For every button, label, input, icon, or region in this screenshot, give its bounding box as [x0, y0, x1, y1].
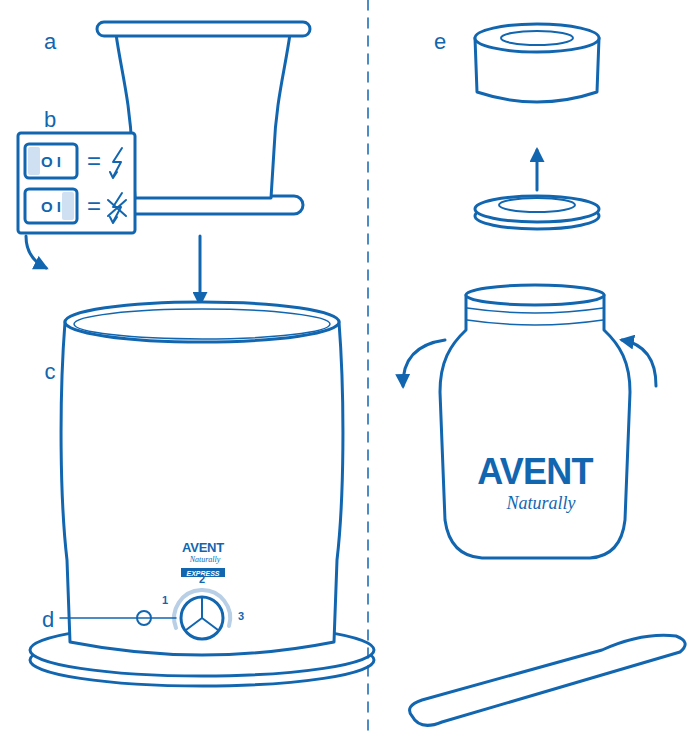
brand-logo: AVENT — [182, 541, 224, 554]
part-letter: c — [45, 361, 56, 383]
storage-parts — [403, 24, 685, 725]
assembly-arrow-part — [199, 236, 202, 304]
bottle-warmer-part — [186, 598, 218, 630]
storage-parts-part — [499, 198, 575, 212]
storage-parts-part — [410, 635, 686, 725]
switch-legend-part — [28, 147, 40, 175]
switch-legend-part — [25, 144, 77, 178]
setting-number: 2 — [199, 574, 205, 585]
part-letter: b — [44, 109, 56, 131]
switch-legend — [18, 133, 135, 233]
switch-legend-part — [25, 189, 77, 223]
switch-legend-part — [110, 217, 117, 223]
assembly-arrow — [26, 236, 200, 304]
bottle-warmer-part — [181, 597, 223, 639]
switch-legend-part — [18, 133, 135, 233]
storage-parts-part — [475, 196, 599, 222]
bottle-warmer-part — [60, 617, 176, 619]
brand-script: Naturally — [190, 556, 221, 564]
part-letter: a — [44, 31, 56, 53]
storage-parts-part — [536, 150, 539, 190]
storage-parts-part — [403, 340, 445, 386]
storage-parts-part — [466, 285, 604, 305]
illustration-part — [18, 0, 685, 736]
assembly-arrow-part — [26, 236, 46, 268]
switch-legend-part — [110, 172, 117, 178]
setting-number: 3 — [238, 611, 244, 622]
switch-legend-part — [108, 200, 126, 216]
storage-parts-part — [467, 308, 603, 325]
warming-cup-part — [97, 22, 310, 36]
storage-parts-part — [475, 24, 599, 52]
storage-parts-part — [622, 340, 656, 386]
storage-parts-part — [440, 295, 630, 558]
switch-marking: O I — [41, 154, 61, 169]
switch-legend-part — [62, 192, 74, 220]
equals-sign: = — [87, 194, 101, 218]
part-letter: d — [42, 609, 54, 631]
bottle-warmer — [30, 302, 374, 686]
storage-parts-part — [501, 31, 573, 45]
divider-line — [367, 0, 369, 736]
switch-marking: O I — [41, 199, 61, 214]
bottle-warmer-part — [65, 302, 339, 342]
setting-number: 1 — [162, 595, 168, 606]
brand-logo: AVENT — [477, 454, 593, 490]
warming-cup-part — [116, 34, 290, 198]
part-letter: e — [434, 31, 446, 53]
brand-script: Naturally — [506, 494, 575, 512]
bottle-warmer-part — [61, 322, 343, 655]
equals-sign: = — [87, 149, 101, 173]
bottle-warmer-part — [74, 309, 330, 339]
